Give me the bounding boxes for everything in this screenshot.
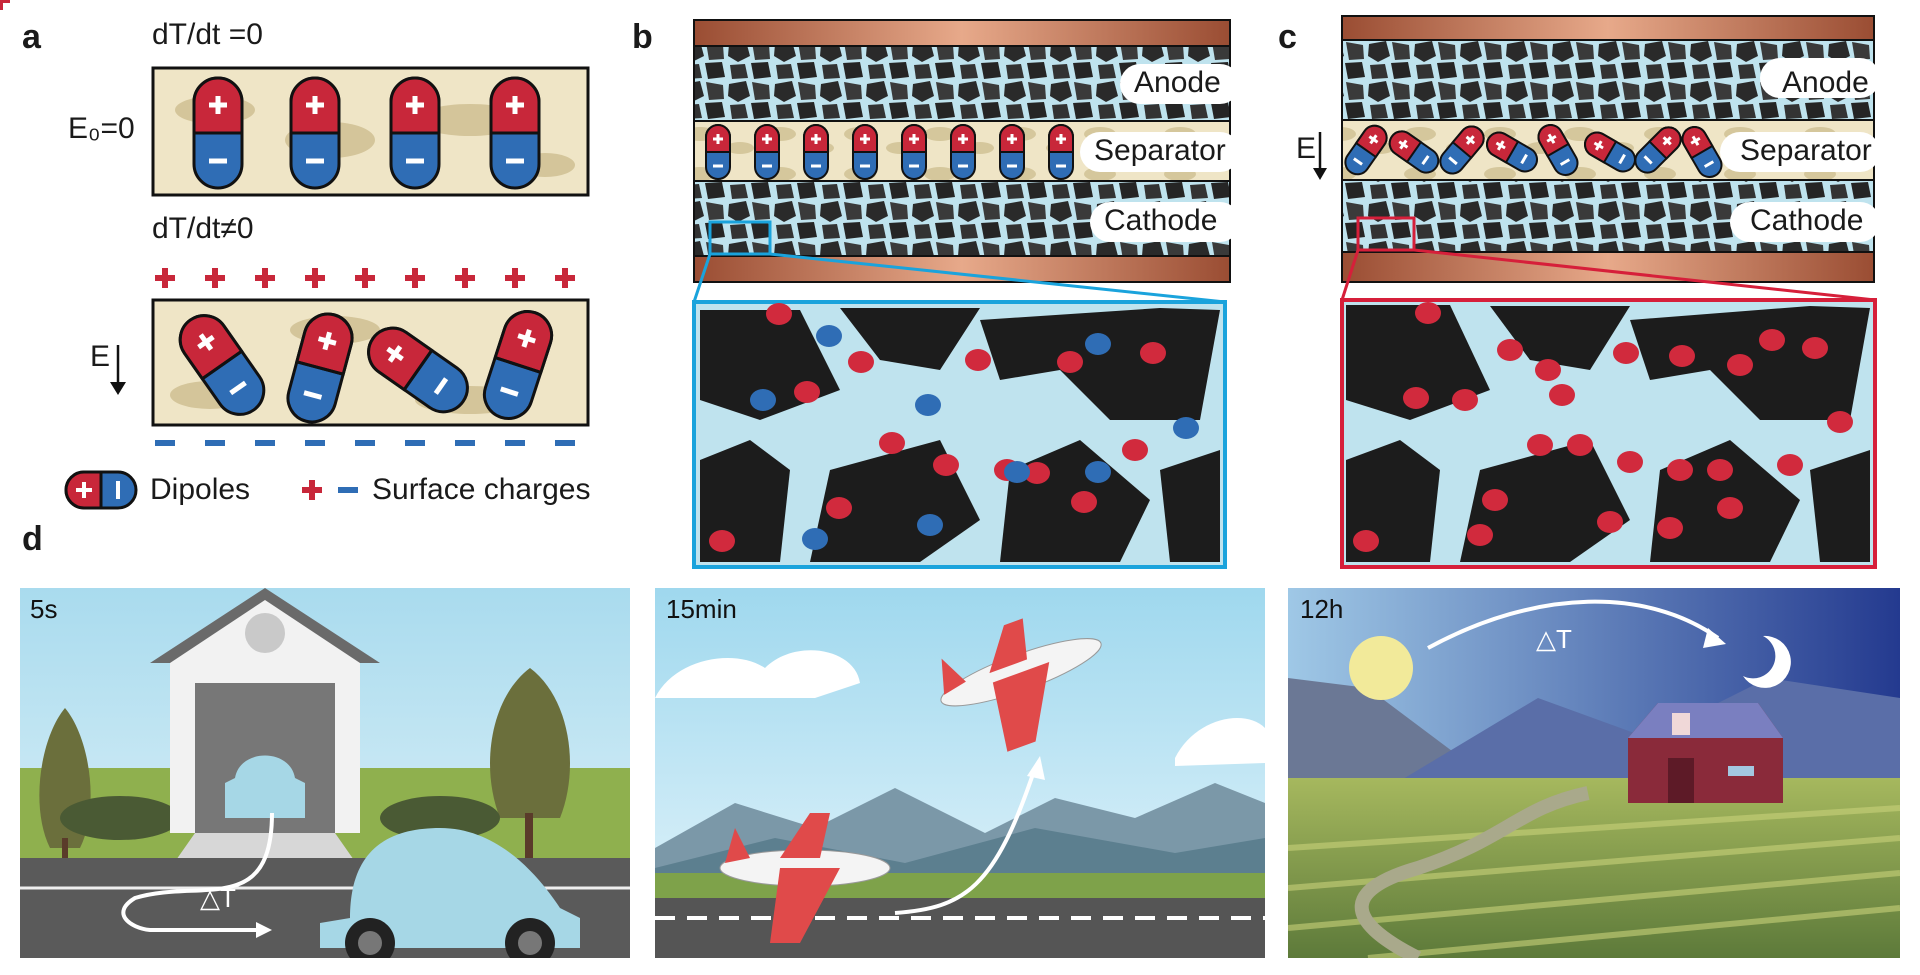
panel-c-label: c	[1278, 18, 1297, 56]
panel-c-cathode-label: Cathode	[1750, 204, 1864, 237]
dipole	[291, 78, 339, 188]
panel-c-separator-label: Separator	[1740, 134, 1872, 167]
panel-a-bottom-title: dT/dt≠0	[152, 212, 254, 245]
zoom-view-b	[692, 300, 1227, 569]
panel-b-anode-label: Anode	[1134, 66, 1221, 99]
negative-surface-charges	[155, 440, 575, 446]
panel-a-label: a	[22, 18, 41, 56]
panel-a-top-title: dT/dt =0	[152, 18, 263, 51]
legend-dipoles-label: Dipoles	[150, 473, 251, 506]
scene-airport	[655, 588, 1265, 958]
top-current-collector	[693, 19, 1231, 47]
panel-b-separator-label: Separator	[1094, 134, 1226, 167]
scene-2-time-label: 15min	[666, 594, 737, 624]
field-arrow-icon	[110, 345, 126, 395]
panel-d-label: d	[22, 520, 43, 558]
panel-a-top-field-label: E₀=0	[68, 112, 135, 145]
panel-b-label: b	[632, 18, 653, 56]
panel-c-anode-label: Anode	[1782, 66, 1869, 99]
panel-c-graphic	[1339, 15, 1880, 569]
scene-garage	[20, 588, 630, 958]
legend-charge-icon	[302, 480, 358, 500]
scene-3-delta-label: △T	[1536, 624, 1572, 654]
panel-b-graphic	[692, 19, 1240, 569]
legend-charges-label: Surface charges	[372, 473, 591, 506]
panel-a-field-label: E	[90, 340, 111, 373]
panel-c-field-arrow-icon	[1313, 132, 1327, 180]
panel-c-field-label: E	[1296, 132, 1317, 165]
zoom-view-c	[1340, 298, 1877, 569]
scene-1-delta-label: △T	[200, 883, 236, 913]
dipole	[491, 78, 539, 188]
scene-3-time-label: 12h	[1300, 594, 1344, 624]
dipole	[391, 78, 439, 188]
bottom-current-collector	[693, 255, 1231, 283]
panel-b-cathode-label: Cathode	[1104, 204, 1218, 237]
positive-surface-charges	[0, 0, 575, 288]
dipole	[194, 78, 242, 188]
legend-dipole-icon	[64, 470, 138, 510]
panel-a-graphic	[0, 0, 590, 510]
scene-1-time-label: 5s	[30, 594, 58, 624]
scene-farm	[1288, 588, 1900, 958]
